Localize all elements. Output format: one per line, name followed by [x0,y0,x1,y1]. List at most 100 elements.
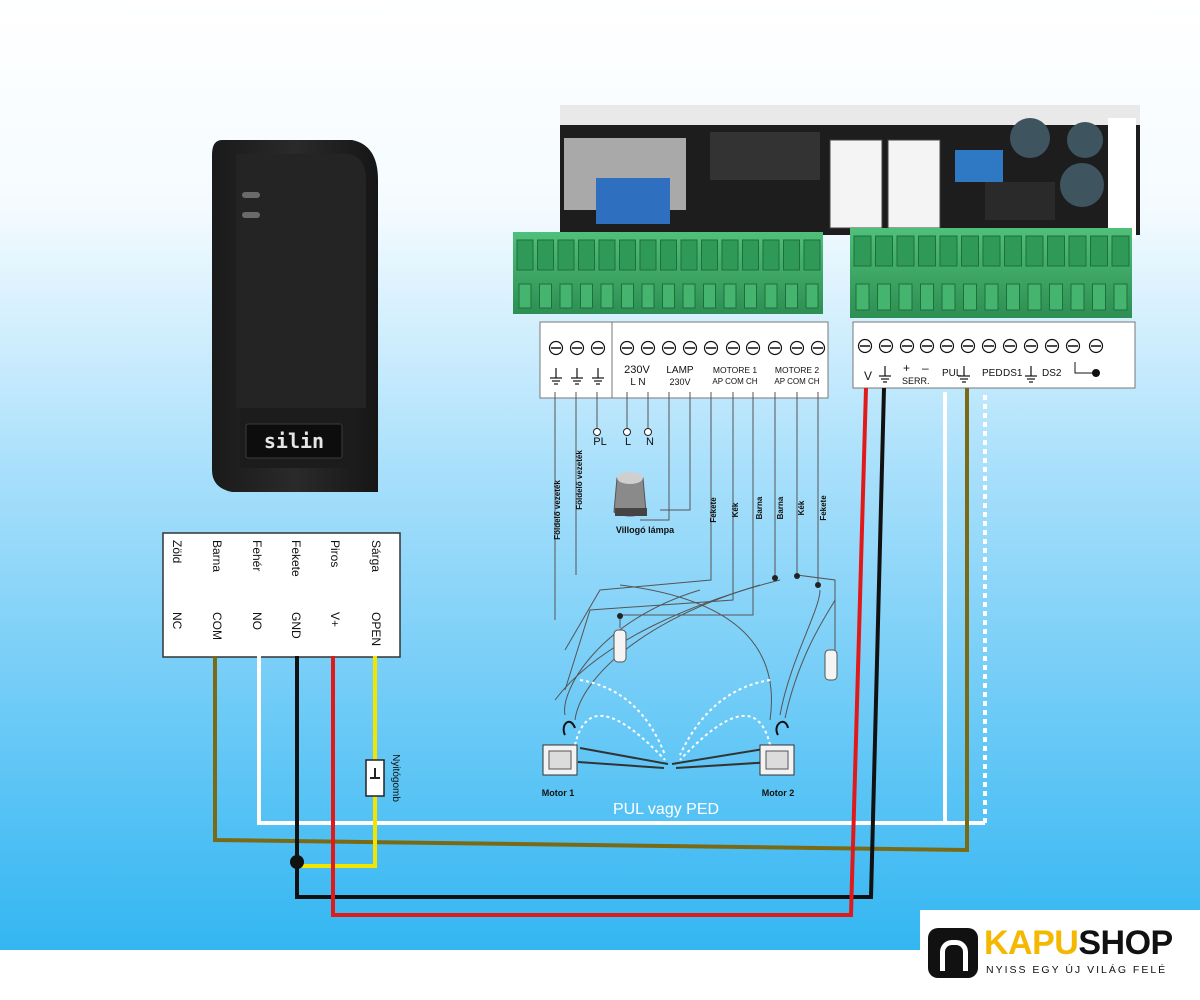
terminal-slot [682,283,696,309]
label-plus: + [903,361,910,375]
terminal-slot [600,283,614,309]
terminal-label-strip-right: V + – SERR. PUL PED DS1 DS2 [852,321,1136,389]
relay [887,139,941,229]
terminal-slot [764,283,778,309]
motor-2 [759,720,795,776]
terminal-slot [516,239,534,271]
terminal-slot [803,239,821,271]
terminal-slot [660,239,677,271]
label-pl: PL [593,436,606,448]
terminal-slot [641,283,655,309]
terminal-slot [1070,283,1085,311]
wire-white-pul-ped [257,392,947,825]
wire-yellow-open [297,656,377,868]
terminal-slot [762,239,780,271]
terminal-slot [1090,235,1108,267]
terminal-slot [918,235,936,267]
reader-terminal-label: OPEN [369,612,383,646]
terminal-slot [539,283,552,309]
label-l-n: L N [630,377,645,388]
terminal-slot [1025,235,1044,267]
terminal-slot [920,283,934,311]
gate-arms [577,747,773,769]
label-foldelo-1: Földelő vezeték [553,480,562,540]
antenna-icon [1092,369,1100,377]
terminal-slot [1027,283,1042,311]
reader-wire-color-label: Fekete [289,540,303,577]
reader-wire-color-label: Sárga [369,540,383,572]
limit-sensor [824,649,838,681]
reader-wire-color-label: Barna [210,540,224,572]
wire-red-vplus [331,387,868,917]
label-ds1: DS1 [1003,368,1023,379]
motor-1 [542,720,578,776]
reader-terminal-label: NO [250,612,264,630]
terminal-slot [939,235,958,267]
label-motore1-sub: AP COM CH [712,377,757,386]
label-motor-1: Motor 1 [542,788,575,798]
terminal-slot [518,283,532,309]
reader-terminal-label: NC [170,612,184,630]
label-serr: SERR. [902,376,930,386]
wire-junction [290,855,304,869]
rfid-reader: silin [212,140,378,492]
reader-wire-color-label: Fehér [250,540,264,571]
motor2-wire-label: Fekete [819,495,828,521]
label-minus: – [922,361,929,375]
label-pul: PUL [942,368,962,379]
terminal-slot [742,239,759,271]
antenna-symbol [1074,362,1096,374]
logo-shop: SHOP [1078,924,1173,962]
terminal-slot [1047,235,1065,267]
relay [829,139,883,229]
terminal-slot [982,235,1001,267]
main-wires [213,387,987,917]
label-foldelo-2: Földelő vezeték [575,450,584,510]
push-button [365,759,385,797]
terminal-slot [896,235,915,267]
terminal-slot [662,283,675,309]
terminal-slot [877,283,891,311]
terminal-slot [619,239,636,271]
label-nyitogomb: Nyitógomb [390,754,401,802]
label-l: L [625,436,631,448]
label-n: N [646,436,654,448]
terminal-slot [1092,283,1106,311]
logo-wordmark: KAPUSHOP [984,924,1173,963]
terminal-slot [578,239,595,271]
terminal-slot [703,283,716,309]
terminal-slot [941,283,956,311]
terminal-slot [1049,283,1063,311]
terminal-slot [984,283,999,311]
led-indicator [242,212,260,218]
terminal-slot [557,239,575,271]
terminal-slot [621,283,634,309]
label-230v: 230V [624,364,650,376]
terminal-slot [1006,283,1020,311]
terminal-slot [1113,283,1128,311]
motor2-wire-label: Barna [755,496,764,519]
terminal-slot [639,239,657,271]
reader-terminal-label: COM [210,612,224,640]
flashing-lamp [613,472,647,517]
label-ped: PED [982,368,1003,379]
terminal-label-strip-left: 230V L N LAMP 230V MOTORE 1 AP COM CH MO… [539,321,829,399]
terminal-slot [537,239,554,271]
label-motore1: MOTORE 1 [713,365,758,375]
terminal-slot [680,239,698,271]
label-motore2-sub: AP COM CH [774,377,819,386]
reader-brand: silin [264,429,324,453]
reader-terminal-label: V+ [328,612,342,627]
logo-mark-icon [928,928,978,978]
kapushop-logo: KAPUSHOP NYISS EGY ÚJ VILÁG FELÉ [920,910,1200,1000]
terminal-slot [805,283,819,309]
label-villogo-lampa: Villogó lámpa [616,525,675,535]
logo-kapu: KAPU [984,924,1079,962]
reader-wire-color-label: Piros [328,540,342,567]
blue-component [955,150,1003,182]
transformer-coil [596,178,670,224]
control-board [513,105,1140,318]
terminal-slot [1111,235,1130,267]
terminal-slot [559,283,573,309]
